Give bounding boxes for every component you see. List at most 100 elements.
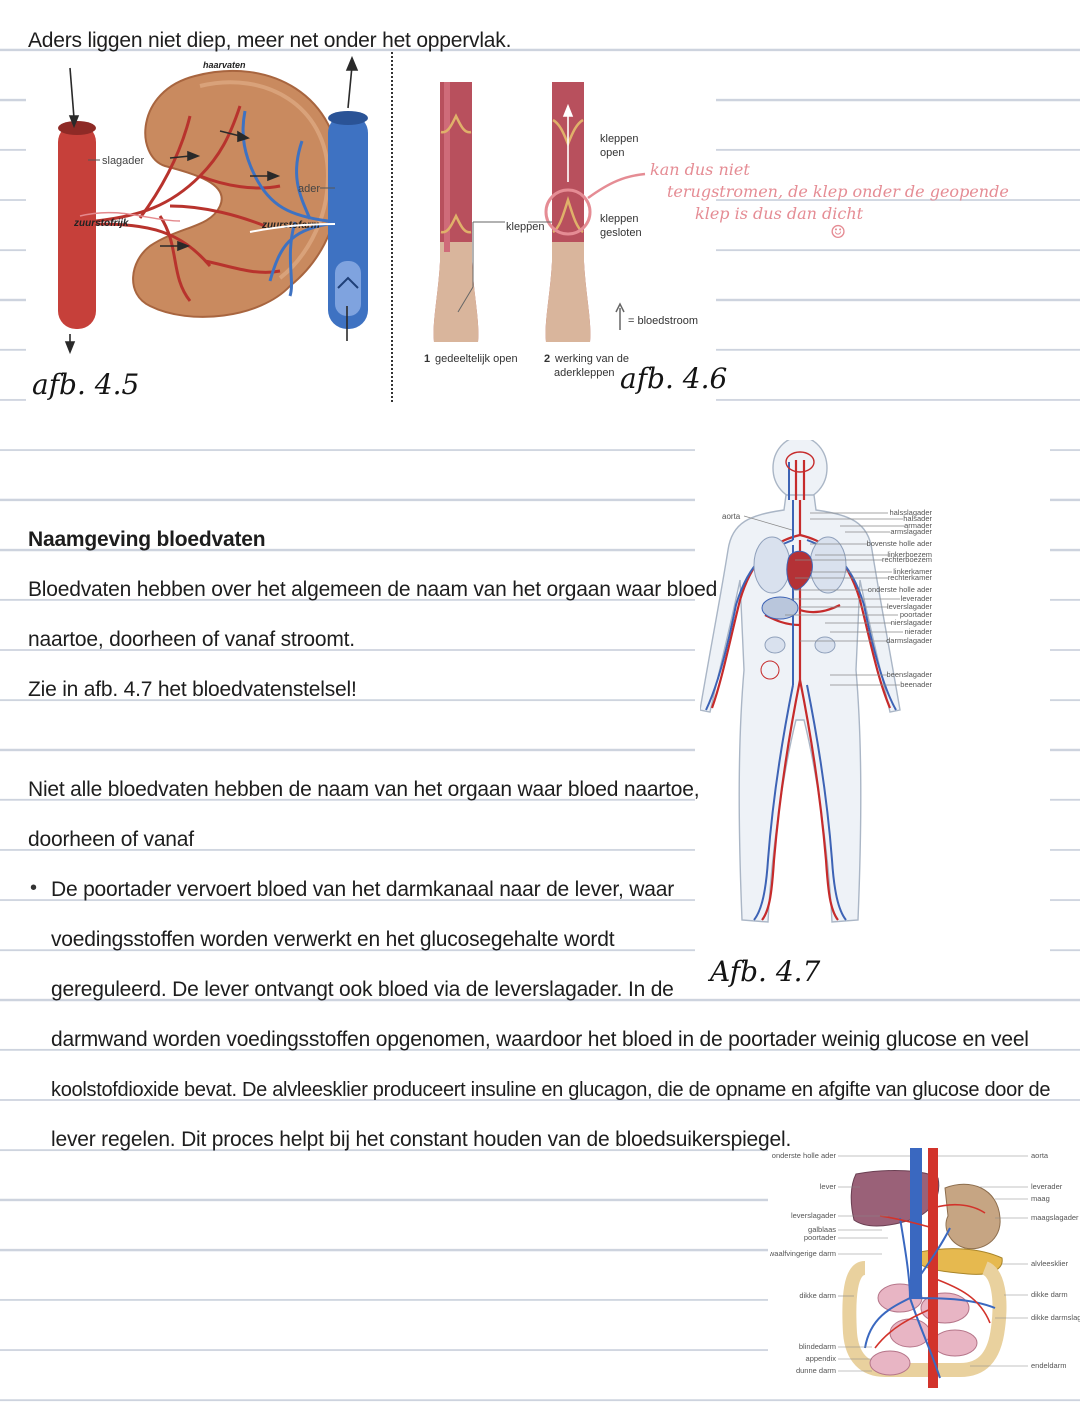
kleppen-open-label-2: open bbox=[600, 147, 624, 159]
bullet-line: De poortader vervoert bloed van het darm… bbox=[51, 878, 675, 901]
diagram-label: maag bbox=[1031, 1194, 1050, 1203]
sub2-number: 2 bbox=[544, 353, 550, 365]
bloedstroom-arrowhead bbox=[615, 302, 625, 313]
figure-caption-4-5: afb. 4.5 bbox=[32, 368, 140, 401]
vessel-highlight bbox=[444, 82, 450, 252]
paragraph-line: Zie in afb. 4.7 het bloedvatenstelsel! bbox=[28, 678, 357, 701]
diagram-label: halsader bbox=[903, 514, 932, 523]
diagram-label: rechterboezem bbox=[882, 555, 932, 564]
diagram-label: blindedarm bbox=[799, 1342, 836, 1351]
sub1-label: gedeeltelijk open bbox=[435, 353, 518, 365]
kleppen-gesloten-label: kleppen bbox=[600, 213, 639, 225]
diagram-label: rechterkamer bbox=[888, 573, 933, 582]
paragraph-line: doorheen of vanaf bbox=[28, 828, 194, 851]
kidney-highlight bbox=[199, 80, 331, 280]
bullet-line: lever regelen. Dit proces helpt bij het … bbox=[51, 1128, 792, 1151]
diagram-label: dikke darm bbox=[799, 1291, 836, 1300]
diagram-label: linkerkamer bbox=[893, 567, 932, 576]
figure-caption-4-7: Afb. 4.7 bbox=[710, 955, 821, 988]
circulatory-system-diagram: aorta halsslagaderhalsaderarmaderarmslag… bbox=[700, 440, 933, 923]
bullet-line: gereguleerd. De lever ontvangt ook bloed… bbox=[51, 978, 674, 1001]
diagram-label: nierader bbox=[904, 627, 932, 636]
paragraph-line: Bloedvaten hebben over het algemeen de n… bbox=[28, 578, 718, 601]
valve-closed bbox=[552, 196, 584, 234]
zuurstofarm-arrow bbox=[249, 223, 336, 233]
figure-caption-4-6: afb. 4.6 bbox=[620, 362, 728, 395]
diagram-label: leverader bbox=[1031, 1182, 1063, 1191]
diagram-label: poortader bbox=[804, 1233, 837, 1242]
diagram-label: halsslagader bbox=[889, 508, 932, 517]
blood-flow-arrows bbox=[562, 103, 574, 182]
diagram-label: endeldarm bbox=[1031, 1361, 1066, 1370]
vein-valve-window bbox=[335, 261, 361, 316]
vein-valves-diagram: kleppen kleppen open kleppen gesloten = … bbox=[424, 82, 698, 379]
artery-branches-abdomen bbox=[874, 1203, 991, 1349]
sub1-number: 1 bbox=[424, 353, 430, 365]
zuurstofrijk-label: zuurstofrijk bbox=[73, 218, 129, 229]
diagram-label: maagslagader bbox=[1031, 1213, 1079, 1222]
diagram-label: armader bbox=[904, 521, 932, 530]
vein-valve bbox=[337, 276, 359, 289]
diagram-label: linkerboezem bbox=[887, 550, 932, 559]
valve-top bbox=[440, 113, 472, 134]
diagram-label: dikke darm bbox=[1031, 1290, 1068, 1299]
paragraph-line: Niet alle bloedvaten hebben de naam van … bbox=[28, 778, 700, 801]
highlight-circle bbox=[544, 188, 592, 236]
portal-vein-branches bbox=[864, 1217, 996, 1379]
note-line: klep is dus dan dicht bbox=[695, 204, 864, 223]
diagram-label: alvleesklier bbox=[1031, 1259, 1069, 1268]
kleppen-leader-3 bbox=[457, 286, 474, 313]
organs bbox=[753, 451, 847, 680]
vessel-lower-section bbox=[433, 242, 479, 342]
diagram-label: lever bbox=[820, 1182, 837, 1191]
body-silhouette bbox=[700, 440, 901, 923]
intro-line: Aders liggen niet diep, meer net onder h… bbox=[28, 29, 512, 52]
note-smiley: ☺ bbox=[830, 222, 847, 243]
diagram-label: aorta bbox=[1031, 1151, 1049, 1160]
slagader-label: slagader bbox=[102, 155, 145, 167]
note-line: terugstromen, de klep onder de geopende bbox=[667, 182, 1009, 201]
label-leaders bbox=[743, 512, 905, 686]
bullet-line: darmwand worden voedingsstoffen opgenome… bbox=[51, 1028, 1029, 1051]
kidney-diagram: slagader ader haarvaten zuurstofrijk zuu… bbox=[58, 56, 368, 355]
diagram-label: dunne darm bbox=[796, 1366, 836, 1375]
diagram-label: onderste holle ader bbox=[868, 585, 933, 594]
large-intestine bbox=[842, 1261, 1007, 1377]
diagram-label: appendix bbox=[806, 1354, 837, 1363]
diagram-label: bovenste holle ader bbox=[867, 539, 933, 548]
kleppen-label: kleppen bbox=[506, 221, 545, 233]
bullet-line: koolstofdioxide bevat. De alvleesklier p… bbox=[51, 1079, 1051, 1101]
artery-opening bbox=[58, 121, 96, 135]
bullet-line: voedingsstoffen worden verwerkt en het g… bbox=[51, 928, 615, 951]
zuurstofrijk-arrow bbox=[79, 211, 181, 222]
diagram-label: darmslagader bbox=[886, 636, 932, 645]
abdomen-labels-left: onderste holle aderleverleverslagadergal… bbox=[770, 1151, 836, 1375]
haarvaten-label: haarvaten bbox=[203, 60, 246, 70]
diagram-label: nierslagader bbox=[891, 618, 933, 627]
stomach-shape bbox=[944, 1183, 1001, 1250]
bloedstroom-label: = bloedstroom bbox=[628, 315, 698, 327]
kleppen-open-label: kleppen bbox=[600, 133, 639, 145]
diagram-label: onderste holle ader bbox=[772, 1151, 837, 1160]
figure-divider bbox=[391, 52, 393, 402]
diagram-label: armslagader bbox=[890, 527, 932, 536]
bullet-marker: • bbox=[30, 877, 38, 899]
diagram-label: beenader bbox=[900, 680, 932, 689]
portal-vein-diagram: onderste holle aderleverleverslagadergal… bbox=[770, 1148, 1080, 1388]
diagram-label: beenslagader bbox=[887, 670, 933, 679]
diagram-label: leverader bbox=[901, 594, 933, 603]
sub2-label: werking van de bbox=[554, 353, 629, 365]
paragraph-line: naartoe, doorheen of vanaf stroomt. bbox=[28, 628, 355, 651]
vein-opening bbox=[328, 111, 368, 125]
aorta-label: aorta bbox=[722, 512, 741, 521]
diagram-label: leverslagader bbox=[791, 1211, 837, 1220]
flow-arrows bbox=[64, 56, 359, 355]
abdomen-labels-right: aorta leverader maag maagslagader alvleeskli… bbox=[1031, 1151, 1080, 1370]
ader-label: ader bbox=[298, 183, 320, 195]
section-heading: Naamgeving bloedvaten bbox=[28, 528, 266, 551]
diagram-label: twaalfvingerige darm bbox=[770, 1249, 836, 1258]
note-line: kan dus niet bbox=[650, 160, 750, 179]
sub2-label-2: aderkleppen bbox=[554, 367, 615, 379]
